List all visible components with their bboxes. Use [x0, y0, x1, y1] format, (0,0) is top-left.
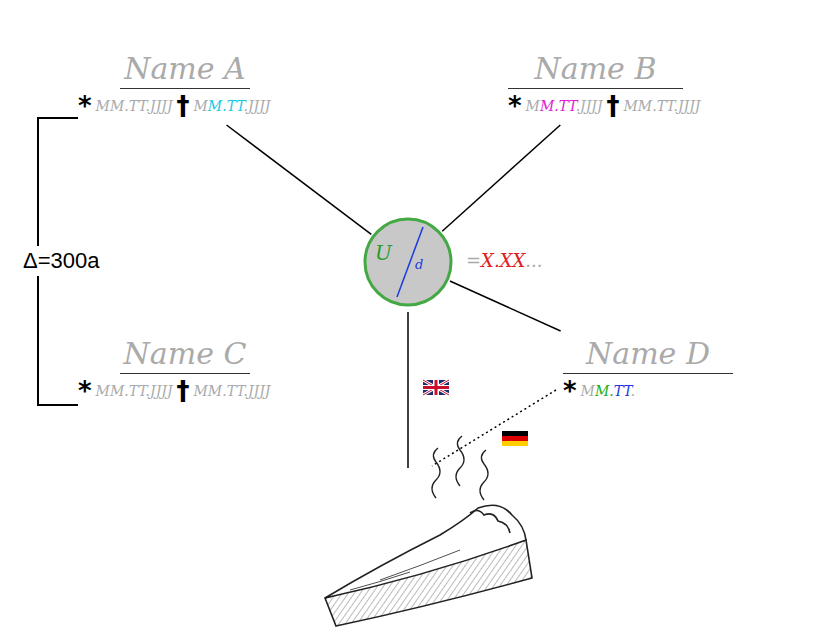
life-symbol: †: [177, 91, 190, 121]
life-symbol: *: [78, 91, 92, 121]
dotted-line: [432, 390, 556, 466]
time-span: Δ=300a: [20, 246, 102, 276]
date-text: MM.TT.JJJJ: [96, 91, 173, 121]
person-name: Name C: [120, 335, 250, 374]
circle-node: Ud: [363, 217, 453, 307]
life-symbol: *: [563, 376, 577, 406]
pie-slice: [325, 505, 532, 626]
circumference-symbol: U: [375, 241, 392, 265]
connector-line: [442, 125, 560, 231]
life-symbol: †: [177, 376, 190, 406]
person-entry: Name A*MM.TT.JJJJ†MM.TT.JJJJ: [78, 50, 270, 121]
connector-line: [450, 281, 561, 331]
connector-line: [227, 125, 372, 234]
date-text: MM.TT.JJJJ: [526, 91, 603, 121]
german-flag: [502, 431, 528, 446]
date-text: MM.TT.: [581, 376, 635, 406]
date-text: MM.TT.JJJJ: [194, 91, 271, 121]
person-entry: Name B*MM.TT.JJJJ†MM.TT.JJJJ: [508, 50, 700, 121]
life-symbol: *: [78, 376, 92, 406]
diameter-symbol: d: [415, 257, 423, 272]
person-entry: Name C*MM.TT.JJJJ†MM.TT.JJJJ: [78, 335, 270, 406]
connector: [442, 125, 560, 231]
uk-flag: [423, 380, 449, 395]
life-symbol: *: [508, 91, 522, 121]
life-symbol: †: [607, 91, 620, 121]
steam: [432, 436, 488, 500]
connector: [450, 281, 561, 331]
connector: [227, 125, 372, 234]
pie-line: [407, 312, 409, 468]
date-text: MM.TT.JJJJ: [96, 376, 173, 406]
person-entry: Name D*MM.TT.: [563, 335, 733, 406]
person-name: Name D: [563, 335, 733, 374]
date-text: MM.TT.JJJJ: [194, 376, 271, 406]
date-text: MM.TT.JJJJ: [624, 91, 701, 121]
person-name: Name B: [508, 50, 683, 89]
ratio-value: =X.XX...: [466, 250, 542, 271]
person-name: Name A: [120, 50, 250, 89]
diameter-line: [397, 227, 423, 297]
